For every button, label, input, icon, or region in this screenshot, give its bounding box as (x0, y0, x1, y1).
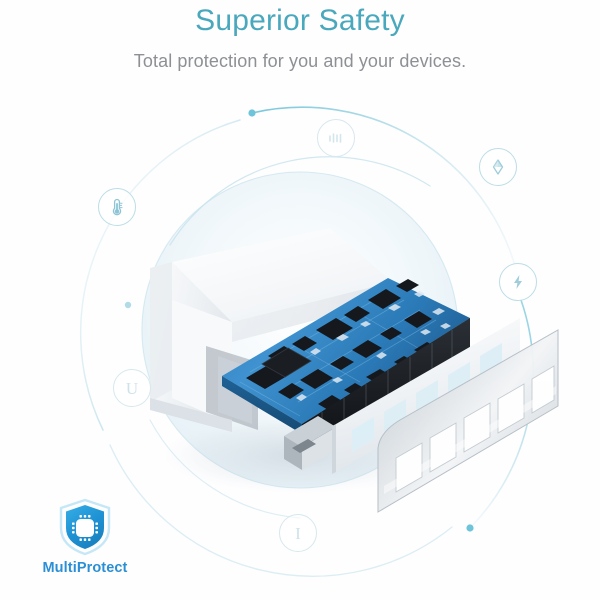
outer-arc-left (79, 119, 241, 431)
signal-bars-glyph (329, 133, 342, 143)
lightning-bolt-glyph (514, 275, 522, 289)
mid-arc-top (169, 156, 431, 246)
multiprotect-label: MultiProtect (42, 560, 128, 576)
current-i-icon[interactable]: I (279, 514, 317, 552)
outer-arc-top (251, 106, 521, 287)
page-subtitle: Total protection for you and your device… (133, 51, 467, 71)
lightning-bolt-icon[interactable] (499, 263, 537, 301)
arc-dot-bottom-right (466, 524, 474, 532)
shield-chip-icon (59, 498, 111, 556)
panel-windows (396, 366, 554, 492)
front-panel (377, 329, 559, 513)
charger-body (150, 228, 392, 432)
outer-arc-bottom (109, 444, 453, 577)
signal-bars-icon[interactable] (317, 119, 355, 157)
compass-icon[interactable] (479, 148, 517, 186)
thermometer-glyph (112, 198, 123, 216)
arc-dot-left-inner (124, 301, 132, 309)
multiprotect-badge[interactable]: MultiProtect (25, 498, 145, 576)
header: Superior Safety Total protection for you… (0, 0, 600, 71)
port-faceplate (332, 318, 520, 474)
current-i-label: I (295, 523, 301, 543)
main-ic-chip (262, 348, 311, 377)
page-title: Superior Safety (195, 4, 405, 37)
arc-dot-top-left (248, 109, 256, 117)
compass-needle-glyph (492, 159, 504, 175)
usb-connector-shell (284, 416, 336, 447)
port-cutouts (352, 343, 502, 452)
voltage-u-icon[interactable]: U (113, 369, 151, 407)
voltage-u-label: U (125, 378, 139, 398)
thermometer-icon[interactable] (98, 188, 136, 226)
smd-components (246, 279, 438, 411)
